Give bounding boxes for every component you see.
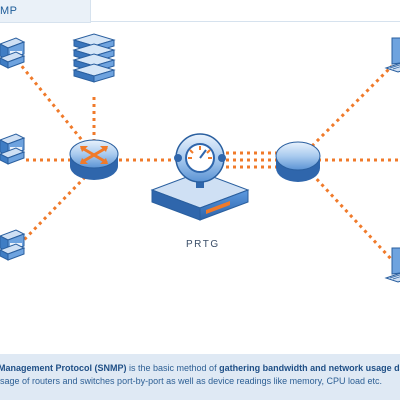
page-title: MP	[0, 5, 18, 17]
link-switch-server-bottom	[18, 170, 92, 246]
caption-box: Management Protocol (SNMP) is the basic …	[0, 354, 400, 400]
link-router-laptop-bottom	[310, 172, 394, 262]
caption-line-2: sage of routers and switches port-by-por…	[0, 376, 382, 386]
caption-protocol-name: Management Protocol (SNMP)	[0, 363, 127, 373]
link-switch-server-top	[18, 63, 92, 151]
server-icon	[0, 37, 26, 69]
prtg-label: PRTG	[186, 239, 220, 250]
network-diagram	[0, 33, 400, 283]
server-icon	[0, 229, 26, 261]
prtg-appliance-icon	[150, 133, 250, 221]
switch-icon	[69, 139, 119, 180]
router-icon	[275, 141, 321, 182]
title-tab: MP	[0, 0, 91, 23]
server-stack-icon	[72, 33, 116, 83]
server-icon	[0, 133, 26, 165]
caption-line-1: Management Protocol (SNMP) is the basic …	[0, 362, 400, 374]
connection-links	[18, 63, 400, 262]
link-router-laptop-top	[310, 64, 394, 148]
laptop-icon	[384, 247, 400, 283]
caption-emphasis: gathering bandwidth and network usage da…	[219, 363, 400, 373]
laptop-icon	[384, 37, 400, 73]
caption-text: is the basic method of	[126, 363, 220, 373]
title-divider	[90, 21, 400, 22]
